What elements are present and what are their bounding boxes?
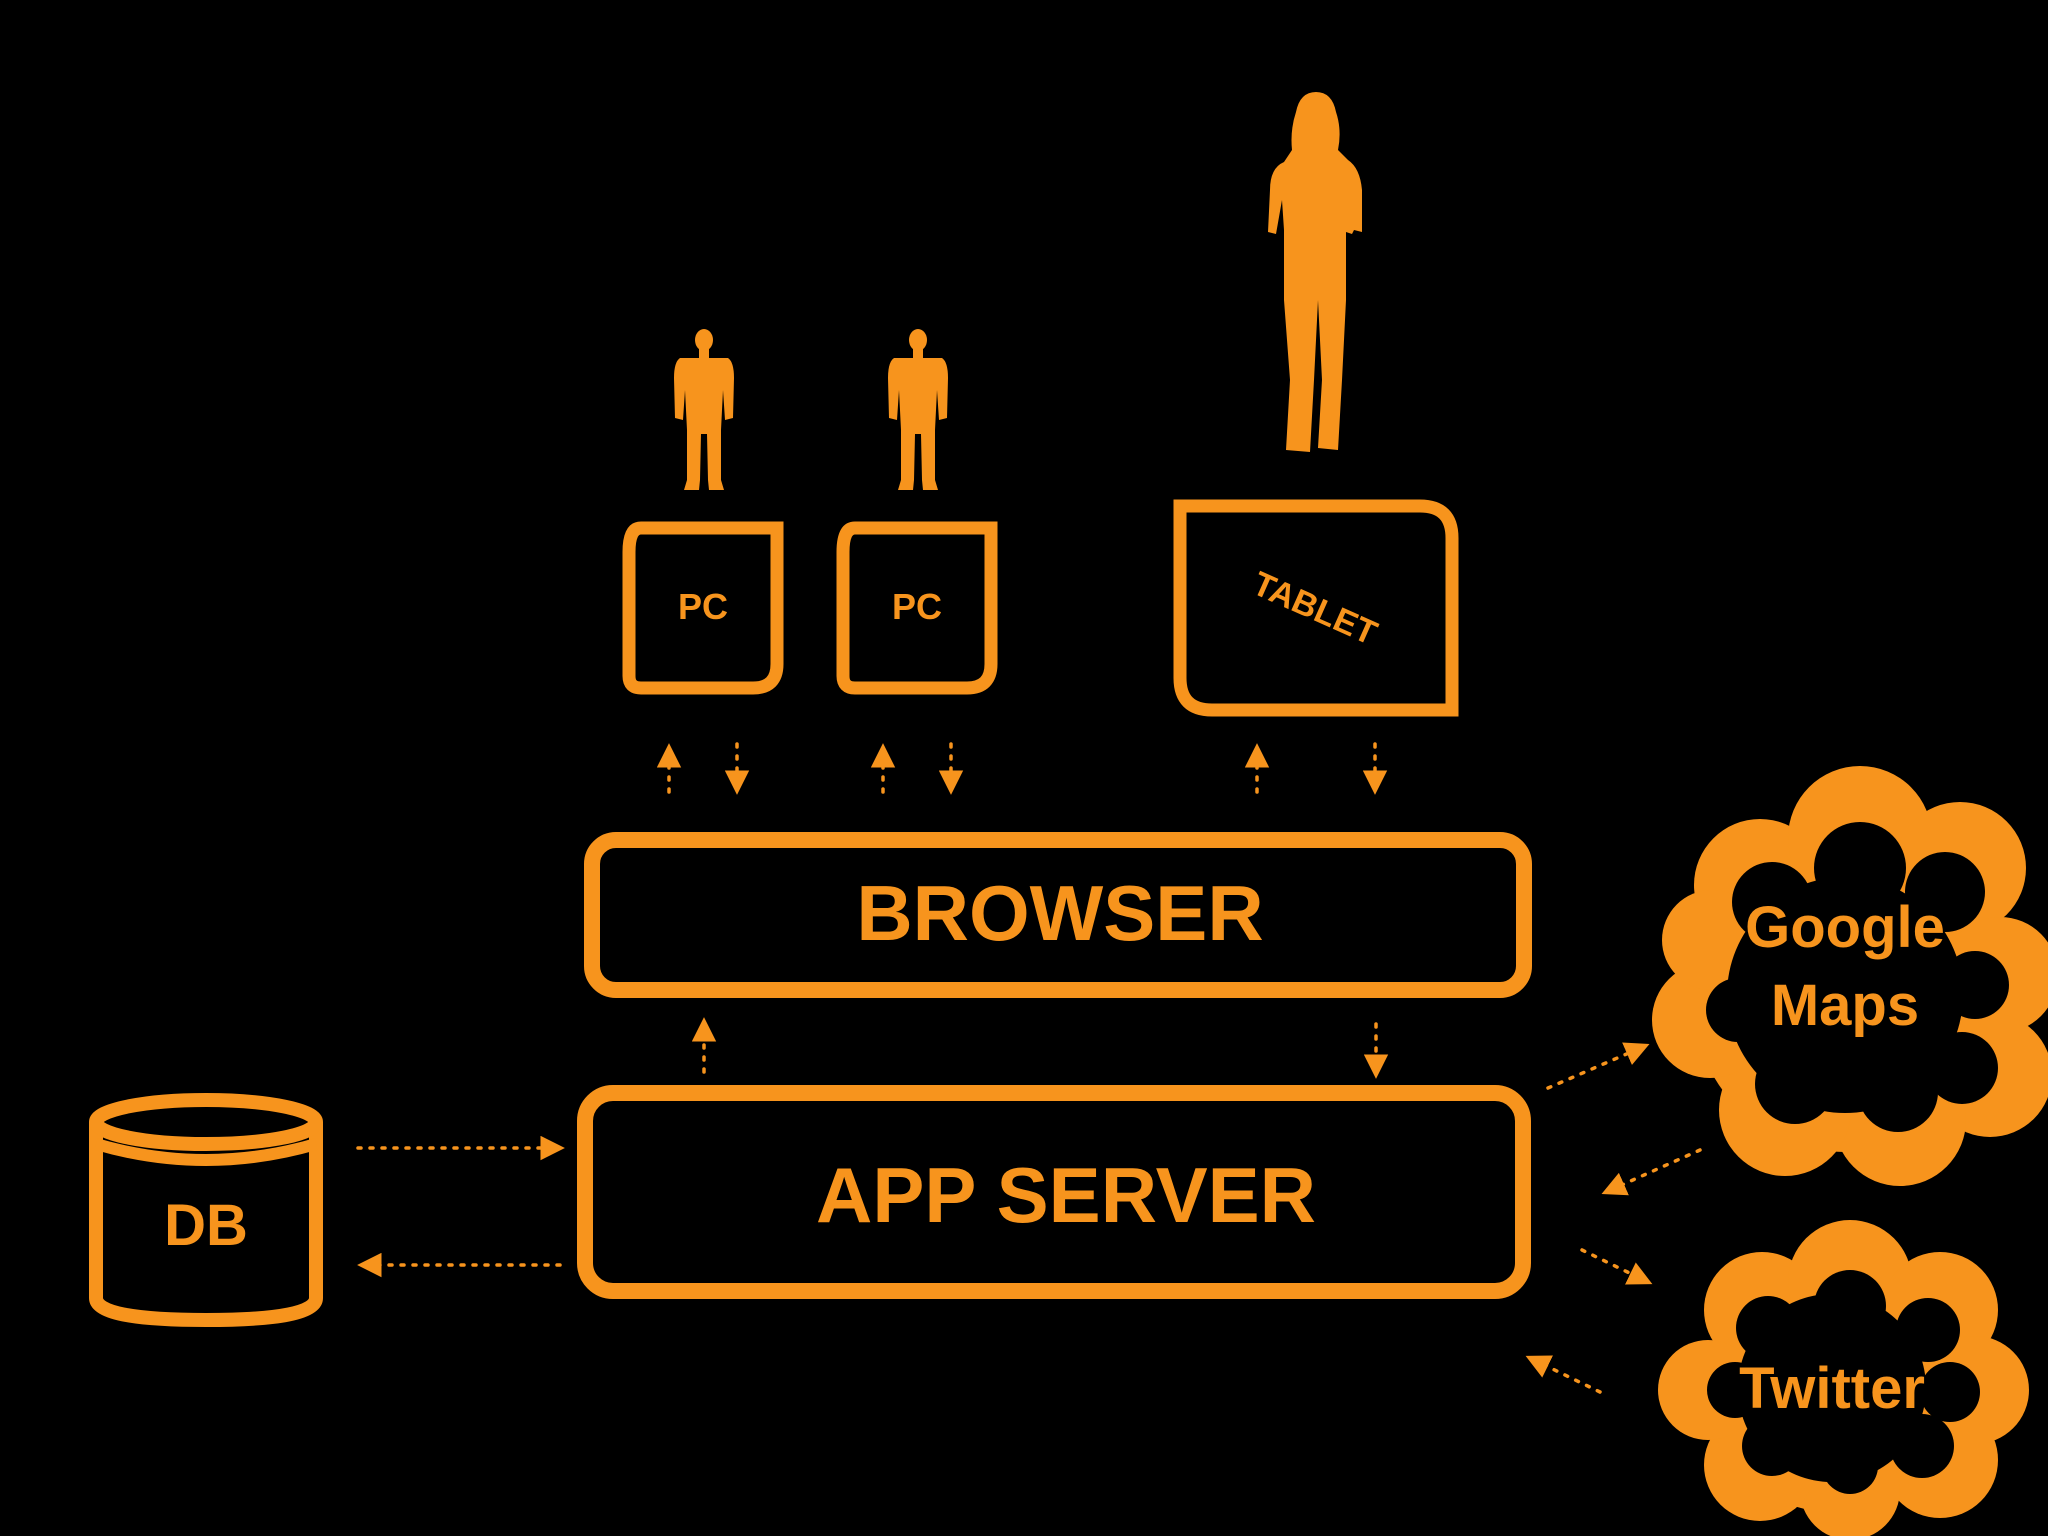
google-maps-label: Google [1745, 895, 1945, 960]
db-server-arrows [356, 1135, 565, 1278]
arrow-to-google-maps [1546, 1042, 1650, 1090]
browser-label: BROWSER [856, 869, 1263, 957]
browser-box: BROWSER [584, 832, 1532, 998]
person-icon [888, 329, 948, 490]
db-cylinder: DB [89, 1093, 323, 1328]
browser-server-arrows [691, 1017, 1389, 1079]
arrow-from-google-maps [1601, 1148, 1702, 1196]
google-maps-cloud-inner [1706, 822, 2009, 1132]
pc-2: PC [836, 521, 998, 695]
person-icon [674, 329, 734, 490]
server-cloud-arrows [1525, 1042, 1702, 1394]
arrow-from-twitter [1525, 1355, 1602, 1394]
twitter-cloud-inner [1707, 1270, 1980, 1494]
google-maps-label: Maps [1771, 973, 1919, 1038]
person-icon [1268, 92, 1362, 452]
device-browser-arrows [656, 742, 1388, 795]
app-server-box: APP SERVER [577, 1085, 1531, 1299]
pc-label: PC [892, 586, 942, 627]
pc-label: PC [678, 586, 728, 627]
tablet-label: TABLET [1247, 565, 1383, 653]
db-label: DB [164, 1193, 248, 1258]
tablet: TABLET [1173, 499, 1459, 717]
arrow-to-twitter [1580, 1248, 1653, 1285]
app-server-label: APP SERVER [816, 1151, 1316, 1239]
pc-1: PC [622, 521, 784, 695]
twitter-label: Twitter [1739, 1356, 1925, 1421]
